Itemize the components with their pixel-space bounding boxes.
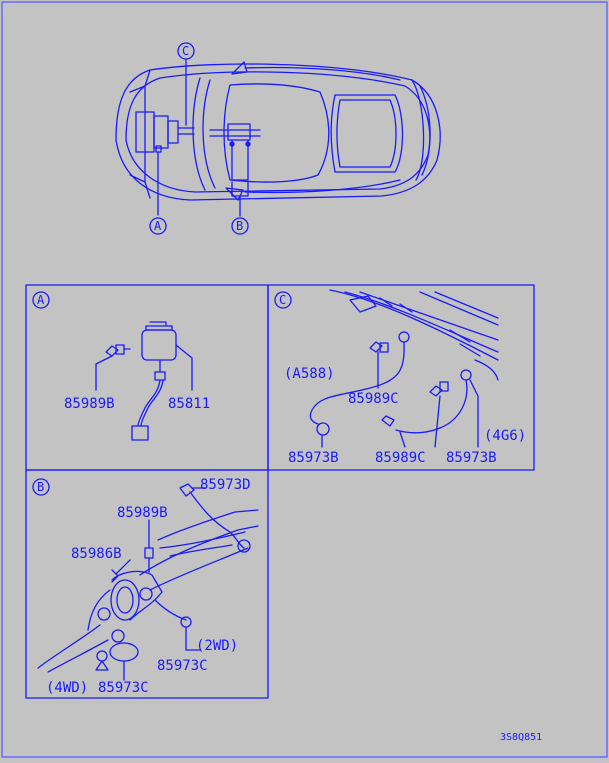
panel-a-drawing xyxy=(95,321,193,441)
diagram-code: 3S8Q851 xyxy=(500,732,543,743)
panel-c-drawing xyxy=(309,289,499,448)
car-top-view xyxy=(115,59,441,217)
variant-label-4wd: (4WD) xyxy=(46,680,89,696)
part-number-85973c-2wd: 85973C xyxy=(157,658,208,674)
part-number-85989b: 85989B xyxy=(64,396,115,412)
callout-b-label: B xyxy=(236,219,244,233)
variant-label-4g6: (4G6) xyxy=(484,428,527,444)
panel-c-letter-circle xyxy=(274,291,292,309)
panel-a-letter: A xyxy=(37,293,45,307)
part-number-85989c-lower: 85989C xyxy=(375,450,426,466)
callout-c-label: C xyxy=(182,44,190,58)
panel-b-box xyxy=(25,469,269,699)
callout-a-label: A xyxy=(154,219,162,233)
panel-a-letter-circle xyxy=(32,291,50,309)
variant-label-2wd: (2WD) xyxy=(196,638,239,654)
part-number-85811: 85811 xyxy=(168,396,211,412)
panel-b-drawing xyxy=(37,483,259,681)
variant-label-a588: (A588) xyxy=(284,366,335,382)
callout-c-circle xyxy=(177,42,195,60)
part-number-85973c-4wd: 85973C xyxy=(98,680,149,696)
panel-b-letter-circle xyxy=(32,478,50,496)
panel-b-letter: B xyxy=(37,480,45,494)
part-number-85973d: 85973D xyxy=(200,477,251,493)
callout-a-circle xyxy=(149,217,167,235)
part-number-85986b: 85986B xyxy=(71,546,122,562)
callout-b-circle xyxy=(231,217,249,235)
part-number-85973b-right: 85973B xyxy=(446,450,497,466)
part-number-85989b-b: 85989B xyxy=(117,505,168,521)
panel-c-box xyxy=(267,284,535,471)
panel-a-box xyxy=(25,284,269,471)
panel-c-letter: C xyxy=(279,293,287,307)
part-number-85989c-upper: 85989C xyxy=(348,391,399,407)
part-number-85973b-left: 85973B xyxy=(288,450,339,466)
